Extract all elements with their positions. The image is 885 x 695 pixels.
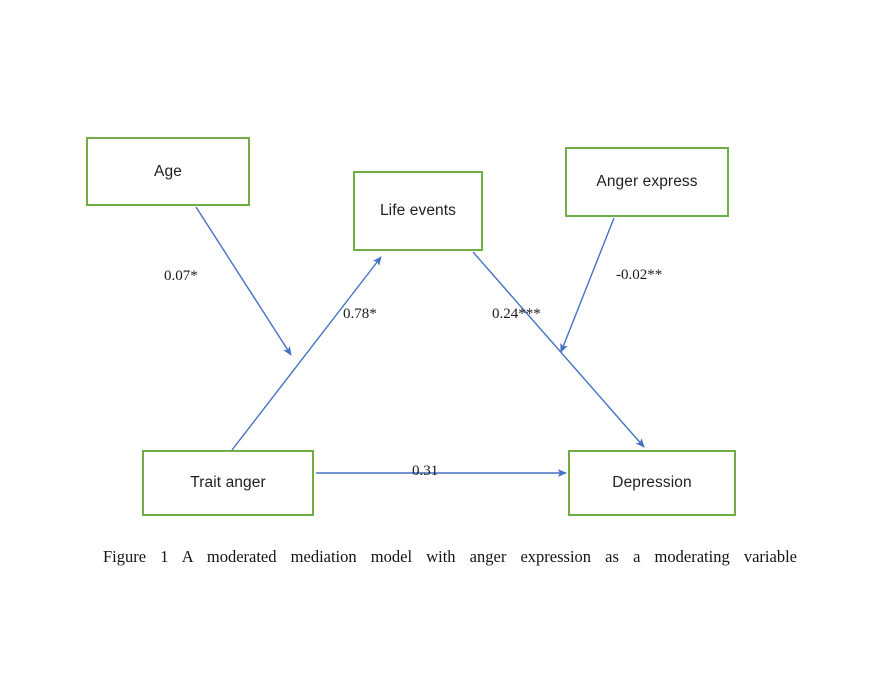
node-life-events-label: Life events [379,202,457,219]
figure-caption: Figure 1 A moderated mediation model wit… [103,547,797,566]
path-arrow-age-to-trait-life-path [195,206,292,356]
node-anger-express[interactable]: Anger express [565,147,729,217]
path-arrow-life-to-depression [472,251,645,448]
path-coefficient-anger-express-moderator: -0.02** [616,267,663,283]
node-anger-express-label: Anger express [596,173,698,190]
path-coefficient-life-to-depression: 0.24*** [492,306,541,322]
node-trait-anger[interactable]: Trait anger [142,450,314,516]
node-depression[interactable]: Depression [568,450,736,516]
path-coefficient-trait-to-depression: 0.31 [412,463,439,479]
node-depression-label: Depression [612,474,692,491]
path-arrow-trait-to-life [231,256,382,451]
node-age-label: Age [154,162,182,180]
path-coefficient-trait-to-life: 0.78* [343,306,377,322]
path-coefficient-age-to-trait-life-path: 0.07* [164,268,198,284]
path-arrow-anger-express-moderator [560,217,615,353]
node-age[interactable]: Age [86,137,250,206]
node-life-events[interactable]: Life events [353,171,483,251]
node-trait-anger-label: Trait anger [190,474,266,491]
